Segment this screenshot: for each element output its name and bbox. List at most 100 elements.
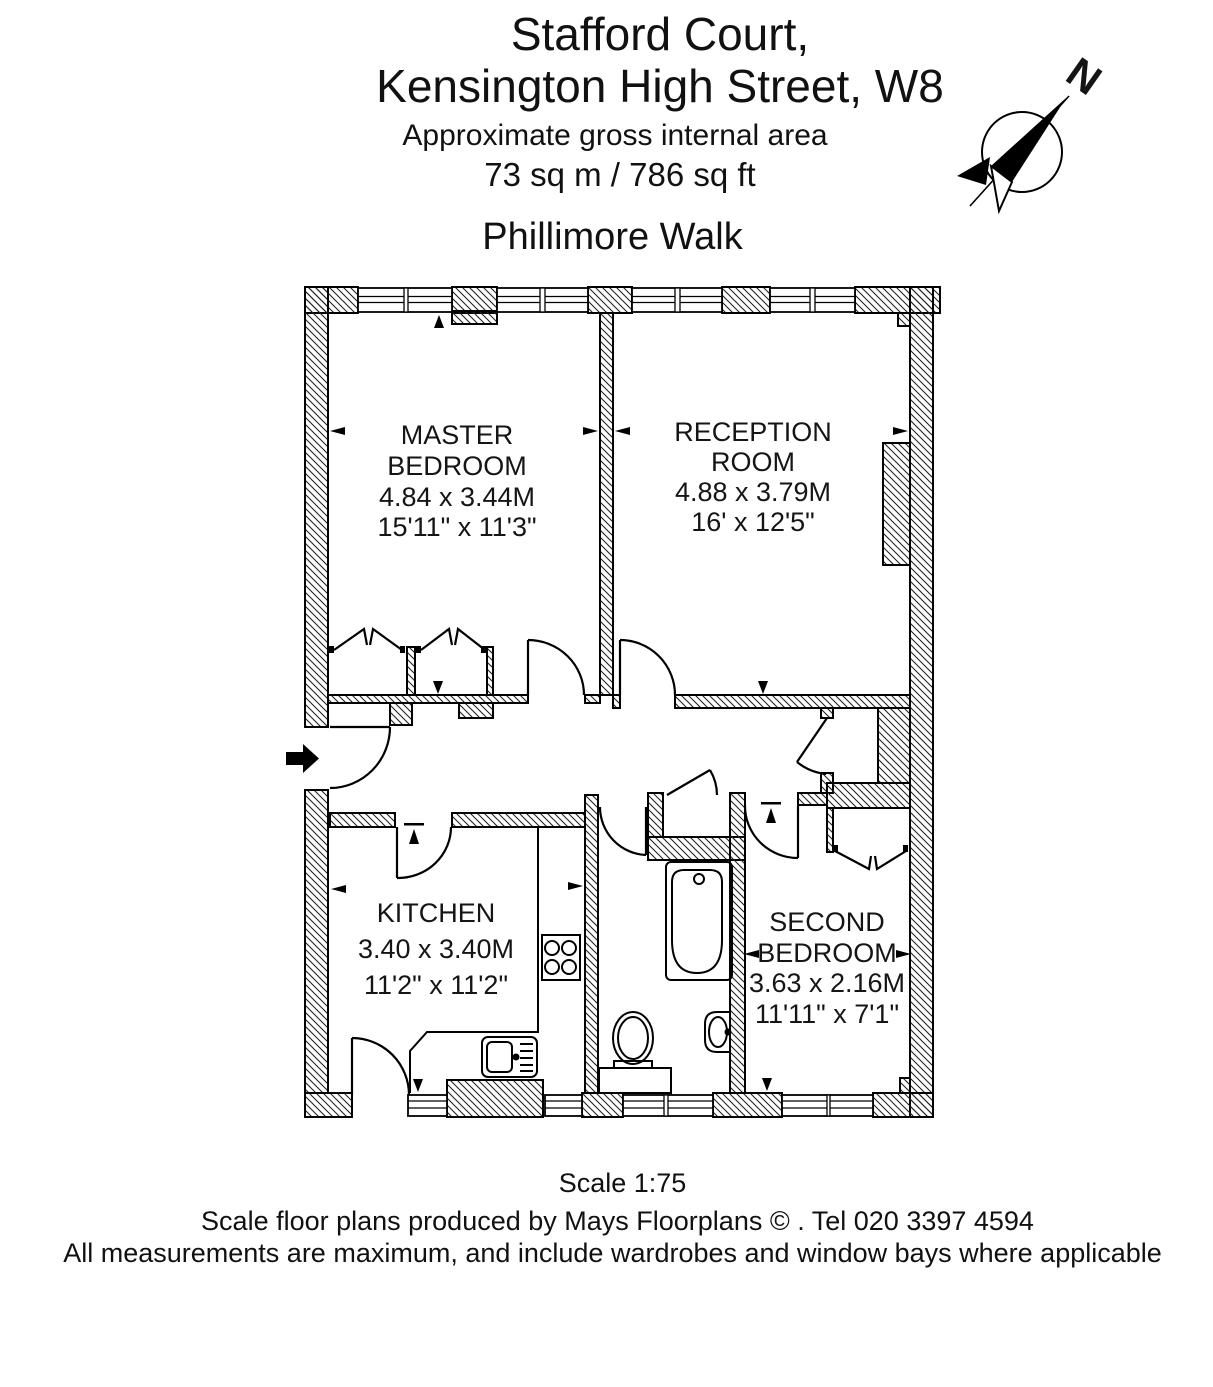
wall-top-pier bbox=[721, 286, 771, 314]
svg-text:BEDROOM: BEDROOM bbox=[387, 451, 527, 481]
wall-bath-bedroom bbox=[729, 792, 746, 1094]
wall-master-bottom bbox=[584, 694, 601, 704]
scale-text: Scale 1:75 bbox=[558, 1168, 687, 1198]
arrow-right-icon bbox=[583, 427, 598, 435]
kitchen-label: KITCHEN 3.40 x 3.40M 11'2" x 11'2" bbox=[358, 898, 514, 1000]
reception-room-label: RECEPTION ROOM 4.88 x 3.79M 16' x 12'5" bbox=[674, 417, 832, 537]
second-bedroom-door bbox=[743, 805, 800, 860]
arrow-left-icon bbox=[331, 885, 346, 893]
page-title-line2: Kensington High Street, W8 bbox=[376, 60, 944, 112]
svg-text:11'2" x 11'2": 11'2" x 11'2" bbox=[364, 970, 508, 1000]
wall-kitchen-top bbox=[451, 812, 586, 828]
arrow-up-icon bbox=[434, 315, 444, 328]
windows-layer bbox=[357, 287, 874, 1117]
wall-lobby-bottom bbox=[826, 782, 911, 809]
compass-rose-icon: N bbox=[957, 48, 1110, 215]
arrow-up-icon bbox=[409, 829, 419, 844]
wall-lobby-right bbox=[877, 707, 911, 784]
svg-text:MASTER: MASTER bbox=[401, 420, 514, 450]
kitchen-door bbox=[395, 826, 453, 880]
wall-partition bbox=[599, 312, 614, 696]
wall-top-pier bbox=[451, 286, 498, 314]
wall-left-lower bbox=[304, 789, 329, 1094]
wall-stub bbox=[820, 707, 834, 719]
master-wardrobe-doors bbox=[420, 627, 486, 651]
toilet-icon bbox=[598, 1011, 672, 1094]
wall-master-bottom bbox=[327, 694, 529, 704]
master-bedroom-door bbox=[526, 638, 586, 696]
arrow-down-icon bbox=[758, 681, 768, 694]
arrow-left-icon bbox=[744, 950, 759, 958]
svg-text:3.63 x 2.16M: 3.63 x 2.16M bbox=[749, 968, 905, 998]
wall-bottom-pier bbox=[446, 1079, 544, 1118]
wall-bottom bbox=[581, 1092, 624, 1118]
kitchen-sink-icon bbox=[481, 1036, 538, 1078]
arrow-right-icon bbox=[568, 882, 583, 890]
kitchen-counter bbox=[409, 827, 539, 1093]
window-mullion bbox=[539, 287, 546, 313]
svg-text:SECOND: SECOND bbox=[769, 907, 885, 937]
wardrobe-divider bbox=[406, 646, 416, 696]
wall-stub bbox=[458, 702, 494, 719]
svg-text:4.84 x 3.44M: 4.84 x 3.44M bbox=[379, 482, 535, 512]
svg-text:15'11" x 11'3": 15'11" x 11'3" bbox=[377, 512, 536, 542]
svg-text:KITCHEN: KITCHEN bbox=[377, 898, 496, 928]
arrow-down-icon bbox=[433, 681, 443, 694]
wall-top-pier bbox=[587, 286, 633, 314]
window-mullion bbox=[403, 287, 409, 313]
arrow-bar bbox=[761, 802, 781, 805]
wall-bottom bbox=[712, 1092, 783, 1118]
wall-right-notch bbox=[897, 312, 911, 327]
second-bedroom-label: SECOND BEDROOM 3.63 x 2.16M 11'11" x 7'1… bbox=[749, 907, 905, 1029]
cupboard-wall bbox=[647, 792, 664, 838]
arrow-right-icon bbox=[893, 427, 908, 435]
svg-text:BEDROOM: BEDROOM bbox=[757, 938, 897, 968]
wall-reception-bottom bbox=[612, 694, 621, 709]
arrow-left-icon bbox=[615, 427, 630, 435]
subtitle: Approximate gross internal area bbox=[402, 119, 828, 152]
doors-layer bbox=[329, 627, 907, 1096]
walls-layer bbox=[304, 286, 941, 1118]
compass-north-label: N bbox=[1058, 48, 1110, 104]
arrow-up-icon bbox=[766, 808, 776, 823]
cupboard-door bbox=[666, 769, 719, 796]
window-mullion bbox=[674, 287, 681, 313]
arrow-down-icon bbox=[762, 1078, 772, 1091]
wash-basin-icon bbox=[704, 1011, 732, 1053]
wall-kitchen-bath bbox=[584, 794, 599, 1094]
measurement-arrows bbox=[330, 315, 911, 1092]
wall-right bbox=[909, 286, 934, 1118]
wall-bottom bbox=[872, 1092, 934, 1118]
closet-side-wall bbox=[826, 807, 834, 853]
entry-arrow-icon bbox=[286, 744, 319, 773]
reception-door bbox=[618, 638, 677, 696]
lobby-door bbox=[796, 717, 828, 776]
bath-tub-icon bbox=[665, 861, 733, 981]
gross-internal-area: 73 sq m / 786 sq ft bbox=[484, 156, 756, 193]
master-wardrobe-doors bbox=[333, 627, 403, 651]
fixtures-layer bbox=[409, 827, 733, 1094]
bedroom-closet-doors bbox=[834, 850, 907, 871]
chimney-breast bbox=[882, 442, 911, 566]
arrow-right-icon bbox=[896, 950, 911, 958]
svg-text:RECEPTION: RECEPTION bbox=[674, 417, 832, 447]
room-labels: MASTER BEDROOM 4.84 x 3.44M 15'11" x 11'… bbox=[358, 417, 905, 1029]
wall-bedroom-top bbox=[797, 792, 828, 806]
window-mullion bbox=[663, 1094, 669, 1117]
wardrobe-end-wall bbox=[486, 646, 494, 696]
street-name: Phillimore Walk bbox=[482, 216, 743, 258]
wall-bottom bbox=[304, 1092, 353, 1118]
wall-stub bbox=[389, 702, 413, 726]
door-stops bbox=[329, 646, 908, 852]
entry-door bbox=[329, 725, 392, 790]
arrow-left-icon bbox=[330, 427, 345, 435]
arrow-bar bbox=[404, 823, 424, 826]
disclaimer-text: All measurements are maximum, and includ… bbox=[63, 1238, 1162, 1268]
svg-text:ROOM: ROOM bbox=[711, 447, 795, 477]
window bbox=[407, 1094, 448, 1117]
wall-left-upper bbox=[304, 286, 329, 728]
credit-text: Scale floor plans produced by Mays Floor… bbox=[201, 1206, 1034, 1236]
window-mullion bbox=[826, 1094, 831, 1117]
